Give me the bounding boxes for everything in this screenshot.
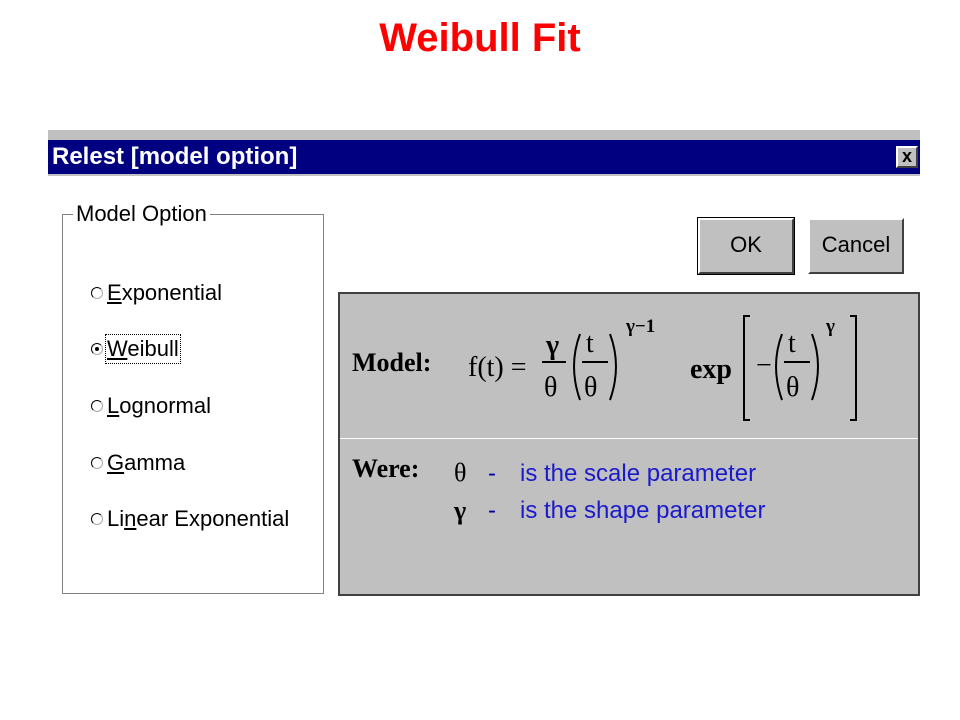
equation-lhs: f(t) = [468, 352, 527, 383]
radio-label: Weibull [105, 334, 181, 364]
param-dash: - [488, 460, 496, 487]
model-option-group: Model Option Exponential Weibull Lognorm… [62, 201, 324, 594]
equation-theta: θ [584, 372, 597, 403]
exponent-outer: γ−1 [625, 316, 655, 337]
radio-button-icon[interactable] [91, 343, 103, 355]
radio-label-accesskey: E [107, 280, 122, 305]
radio-label-part: ear Exponential [136, 506, 290, 531]
left-paren [573, 333, 581, 401]
radio-label-part: ognormal [119, 393, 211, 418]
radio-button-icon[interactable] [91, 400, 103, 412]
right-paren [811, 333, 819, 401]
exponent-inner: γ [825, 316, 835, 337]
cancel-button[interactable]: Cancel [808, 218, 904, 274]
dialog-title: Relest [model option] [52, 143, 298, 170]
radio-weibull[interactable]: Weibull [91, 334, 181, 364]
model-option-dialog: Relest [model option] x Model Option Exp… [48, 128, 920, 612]
right-paren [609, 333, 617, 401]
equation-theta: θ [786, 372, 799, 403]
model-equation: f(t) = γ θ t θ γ−1 exp − t θ [468, 315, 857, 421]
radio-button-icon[interactable] [91, 513, 103, 525]
were-label: Were: [352, 454, 420, 483]
radio-button-icon[interactable] [91, 457, 103, 469]
radio-label-part: xponential [121, 280, 222, 305]
panel-divider [340, 438, 918, 439]
param-symbol: γ [454, 496, 467, 525]
radio-label: Linear Exponential [107, 506, 289, 532]
equation-t: t [586, 328, 594, 359]
exp-label: exp [690, 354, 732, 385]
equation-t: t [788, 328, 796, 359]
param-description: is the scale parameter [520, 460, 757, 487]
close-button[interactable]: x [896, 146, 918, 168]
dialog-body: Model Option Exponential Weibull Lognorm… [48, 176, 920, 612]
close-icon: x [901, 146, 912, 166]
radio-label-accesskey: G [107, 450, 125, 475]
radio-linear-exponential[interactable]: Linear Exponential [91, 505, 289, 533]
radio-label-accesskey: W [107, 336, 128, 361]
radio-button-icon[interactable] [91, 287, 103, 299]
minus-sign: − [756, 350, 772, 381]
model-label: Model: [352, 348, 432, 377]
radio-label-part: Li [107, 506, 125, 531]
radio-label: Gamma [107, 450, 185, 476]
equation-theta: θ [544, 372, 557, 403]
radio-gamma[interactable]: Gamma [91, 449, 185, 477]
group-label: Model Option [73, 201, 210, 227]
param-symbol: θ [454, 458, 467, 487]
equation-gamma: γ [545, 330, 559, 361]
right-bracket [850, 315, 857, 421]
param-description: is the shape parameter [520, 497, 766, 524]
formula-panel: Model: f(t) = γ θ t θ γ−1 exp − [338, 292, 920, 596]
param-dash: - [488, 497, 496, 524]
slide-title: Weibull Fit [379, 16, 581, 60]
radio-label-part: amma [124, 450, 186, 475]
radio-label: Exponential [107, 280, 222, 306]
radio-lognormal[interactable]: Lognormal [91, 392, 211, 420]
radio-exponential[interactable]: Exponential [91, 279, 222, 307]
radio-label-accesskey: n [124, 506, 137, 531]
dialog-title-bar[interactable]: Relest [model option] x [48, 140, 920, 174]
ok-button[interactable]: OK [697, 217, 795, 275]
radio-label-accesskey: L [107, 393, 120, 418]
left-bracket [743, 315, 750, 421]
radio-label-part: eibull [127, 336, 179, 361]
radio-label: Lognormal [107, 393, 211, 419]
left-paren [775, 333, 783, 401]
